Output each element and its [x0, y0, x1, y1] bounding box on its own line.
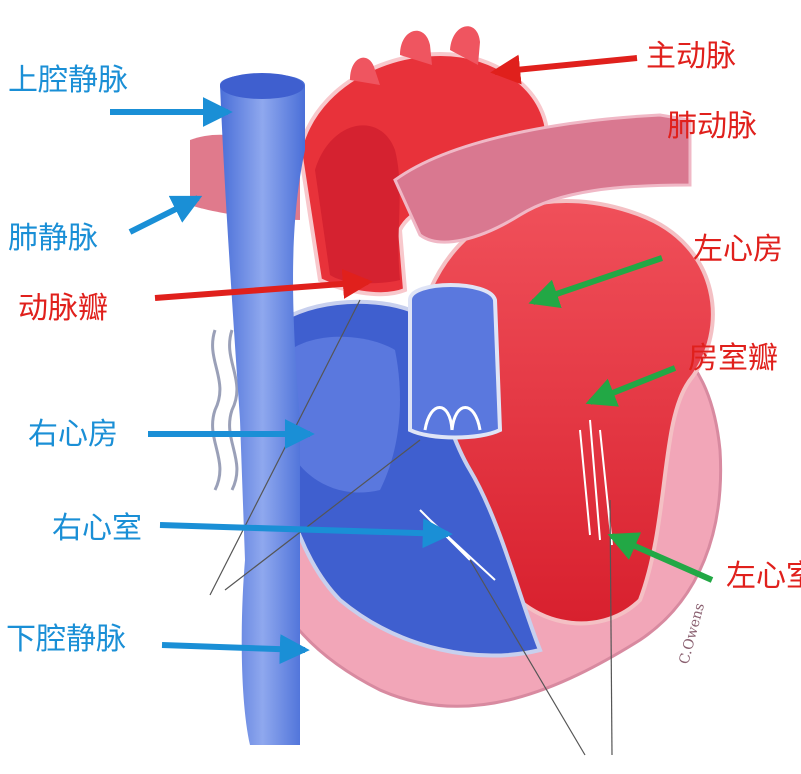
- label-aorta: 主动脉: [646, 39, 736, 74]
- pulmonary-artery-shape: [393, 113, 692, 244]
- label-pulmonary-artery: 肺动脉: [667, 109, 757, 144]
- pericardium-lines: [211, 329, 239, 491]
- aorta-branches: [350, 26, 480, 85]
- pulmonary-trunk: [408, 283, 503, 440]
- pulmonary-valve-cusps: [423, 406, 482, 431]
- label-left-atrium: 左心房: [693, 232, 783, 267]
- label-inferior-vena-cava: 下腔静脉: [6, 622, 126, 657]
- vena-cava-opening: [220, 73, 304, 99]
- artist-signature: C.Owens: [676, 601, 708, 666]
- label-left-ventricle: 左心室: [726, 560, 801, 594]
- label-right-atrium: 右心房: [28, 417, 118, 452]
- label-pulmonary-vein: 肺静脉: [8, 221, 98, 256]
- right-atrium-inner: [285, 336, 400, 493]
- aorta-lumen: [315, 125, 400, 284]
- red-arrows: [154, 54, 638, 301]
- label-right-ventricle: 右心室: [52, 511, 142, 546]
- blue-arrows: [110, 97, 453, 665]
- green-arrows: [528, 255, 714, 583]
- vena-cava: [220, 73, 305, 745]
- label-superior-vena-cava: 上腔静脉: [8, 63, 128, 98]
- label-atrioventricular-valve: 房室瓣: [688, 341, 778, 376]
- label-arterial-valve: 动脉瓣: [18, 291, 108, 326]
